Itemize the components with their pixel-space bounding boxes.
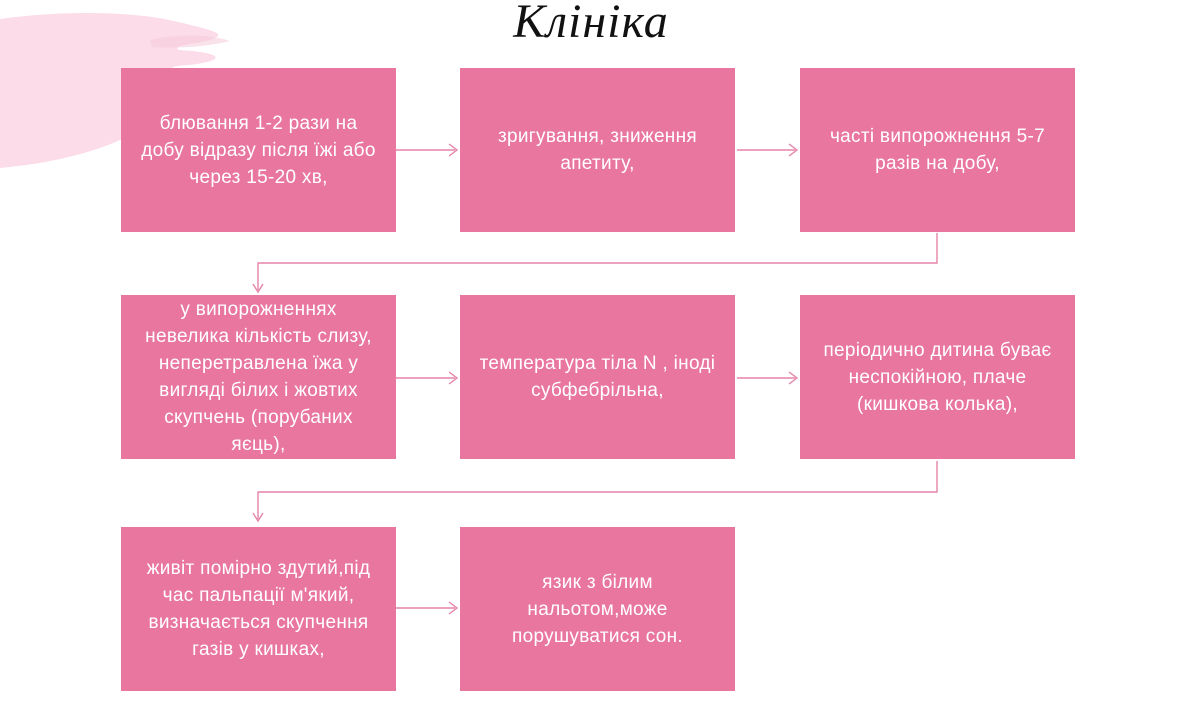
flow-box-5: температура тіла N , іноді субфебрільна, <box>460 295 735 459</box>
flow-box-1-label: блювання 1-2 рази на добу відразу після … <box>141 112 376 188</box>
flow-box-3-label: часті випорожнення 5-7 разів на добу, <box>829 126 1046 174</box>
arrow-right-icon <box>396 143 459 157</box>
flow-box-6-label: періодично дитина буває неспокійною, пла… <box>823 339 1052 415</box>
flow-box-2: зригування, зниження апетиту, <box>460 68 735 232</box>
arrow-elbow-down-icon <box>252 461 938 523</box>
flow-box-4: у випорожненнях невелика кількість слизу… <box>121 295 396 459</box>
arrow-right-icon <box>737 371 799 385</box>
flow-box-1: блювання 1-2 рази на добу відразу після … <box>121 68 396 232</box>
arrow-right-icon <box>396 601 459 615</box>
flow-box-6: періодично дитина буває неспокійною, пла… <box>800 295 1075 459</box>
flow-box-7-label: живіт помірно здутий,під час пальпації м… <box>146 558 371 660</box>
flow-box-5-label: температура тіла N , іноді субфебрільна, <box>479 353 716 401</box>
slide-title: Клініка <box>513 0 669 48</box>
arrow-right-icon <box>737 143 799 157</box>
brush-stroke-decoration <box>0 12 230 168</box>
arrow-right-icon <box>396 371 459 385</box>
flow-box-7: живіт помірно здутий,під час пальпації м… <box>121 527 396 691</box>
flow-box-8: язик з білим нальотом,може порушуватися … <box>460 527 735 691</box>
flow-box-3: часті випорожнення 5-7 разів на добу, <box>800 68 1075 232</box>
flow-box-2-label: зригування, зниження апетиту, <box>498 126 697 174</box>
arrow-elbow-down-icon <box>252 233 938 294</box>
flow-box-4-label: у випорожненнях невелика кількість слизу… <box>145 299 372 455</box>
flow-box-8-label: язик з білим нальотом,може порушуватися … <box>511 571 684 647</box>
